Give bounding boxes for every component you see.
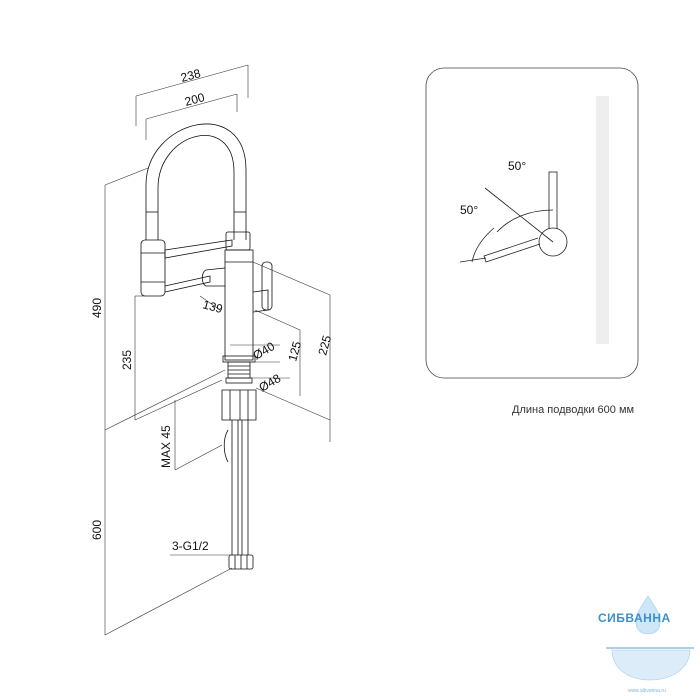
spout-connector-bar — [164, 239, 233, 259]
watermark-brand: СИБВАННА — [598, 611, 671, 625]
handle-rotated-position — [483, 237, 541, 263]
spout-inner-arch — [157, 135, 235, 240]
dim-600: 600 — [90, 520, 104, 540]
dim-125: 125 — [285, 339, 304, 362]
spout-outer-arch — [145, 123, 247, 240]
dim-238: 238 — [179, 66, 202, 85]
dim-max-45: MAX 45 — [159, 425, 173, 468]
sprayer-head — [140, 239, 166, 297]
angle-left-label: 50° — [460, 203, 478, 217]
dim-225: 225 — [315, 333, 334, 356]
dim-thread: 3-G1/2 — [172, 539, 209, 553]
dim-139: 139 — [201, 297, 224, 316]
dim-dia-48: Ø48 — [257, 371, 284, 395]
angle-panel-bar — [596, 96, 609, 344]
dim-200: 200 — [183, 90, 206, 109]
lever-handle — [252, 289, 269, 313]
angle-panel-frame — [425, 67, 639, 379]
watermark-url: www.sibvanna.ru — [628, 688, 666, 694]
watermark-logo — [606, 595, 694, 681]
angle-top-label: 50° — [508, 159, 526, 173]
dim-490: 490 — [90, 298, 104, 318]
hose-length-caption: Длина подводки 600 мм — [512, 404, 635, 416]
dim-dia-40: Ø40 — [251, 339, 278, 363]
mounting-nut — [221, 389, 257, 421]
faucet-body — [224, 249, 254, 361]
dim-235: 235 — [120, 350, 134, 370]
